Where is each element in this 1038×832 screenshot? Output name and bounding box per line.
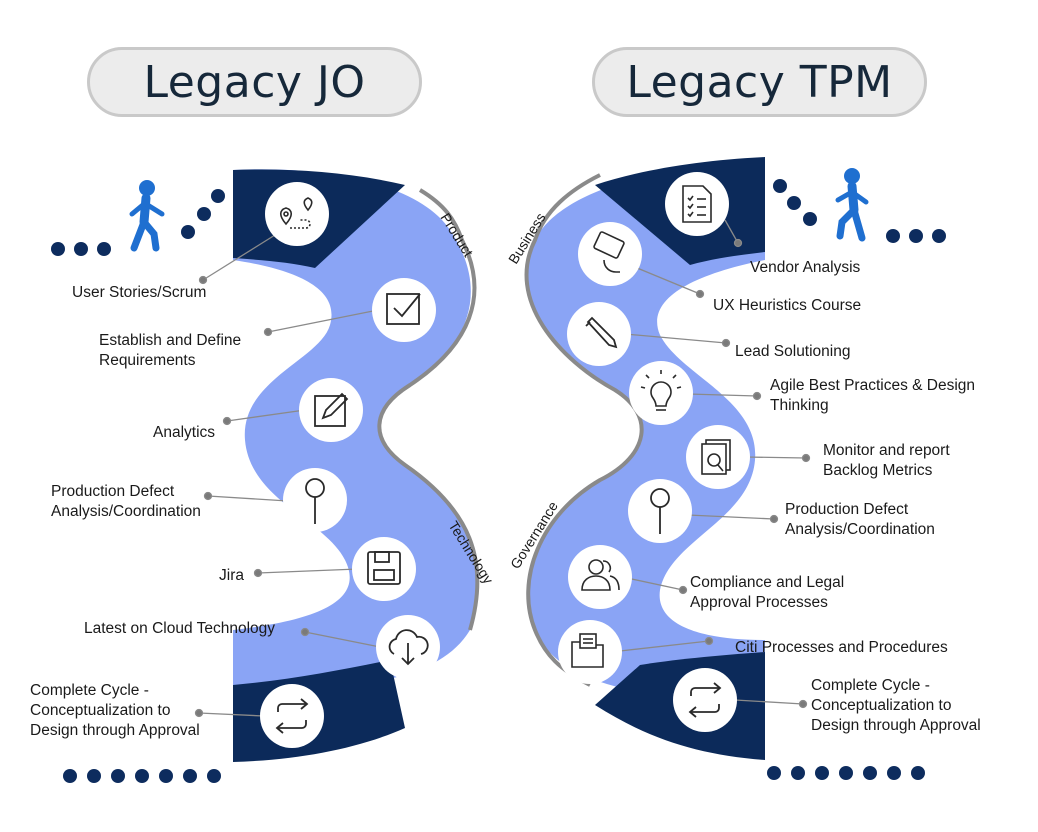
checkbox-icon	[386, 293, 421, 325]
right-label-2: UX Heuristics Course	[713, 297, 862, 314]
left-label-4: Production Defect Analysis/Coordination	[51, 483, 201, 520]
right-title-pill: Legacy TPM	[592, 47, 927, 117]
left-icon-7	[260, 684, 324, 748]
right-label-7: Compliance and Legal Approval Processes	[690, 574, 845, 611]
right-icon-9	[673, 668, 737, 732]
left-label-5: Jira	[219, 567, 244, 584]
left-label-1: User Stories/Scrum	[72, 284, 207, 301]
right-icon-3	[567, 302, 631, 366]
left-icon-1	[265, 182, 329, 246]
left-walker-icon	[129, 180, 165, 252]
folder-icon	[571, 633, 604, 668]
right-connectors	[619, 219, 811, 709]
right-icon-8	[558, 620, 622, 684]
right-label-1: Vendor Analysis	[750, 259, 861, 276]
left-label-6: Latest on Cloud Technology	[84, 620, 276, 637]
report-search-icon	[701, 439, 731, 475]
left-icon-4	[283, 468, 347, 532]
left-top-dots	[51, 189, 225, 256]
left-icon-5	[352, 537, 416, 601]
right-icon-6	[628, 479, 692, 543]
right-top-dots	[773, 179, 946, 243]
left-label-2: Establish and Define Requirements	[99, 332, 242, 369]
right-icon-5	[686, 425, 750, 489]
pencil-icon	[585, 316, 618, 349]
people-icon	[581, 559, 620, 591]
left-icon-3	[299, 378, 363, 442]
right-icon-4	[629, 361, 693, 425]
right-label-8: Citi Processes and Procedures	[735, 639, 948, 656]
right-icon-7	[568, 545, 632, 609]
hand-card-icon	[593, 231, 625, 273]
right-icon-1	[665, 172, 729, 236]
cycle-arrows-icon	[688, 682, 722, 718]
right-bottom-dots	[767, 766, 925, 780]
floppy-disk-icon	[367, 551, 401, 585]
right-icon-2	[578, 222, 642, 286]
left-title: Legacy JO	[143, 56, 366, 108]
pin-icon	[305, 478, 325, 524]
cycle-arrows-icon	[275, 698, 309, 734]
left-label-3: Analytics	[153, 424, 216, 441]
right-label-5: Monitor and report Backlog Metrics	[823, 442, 950, 479]
edit-pencil-icon	[314, 392, 349, 427]
left-label-7: Complete Cycle - Conceptualization to De…	[30, 682, 200, 739]
lightbulb-icon	[640, 370, 682, 411]
right-title: Legacy TPM	[626, 56, 893, 108]
cloud-download-icon	[388, 629, 429, 666]
right-outer-edge	[524, 173, 644, 687]
right-label-3: Lead Solutioning	[735, 343, 851, 360]
route-map-icon	[279, 197, 313, 229]
right-label-9: Complete Cycle - Conceptualization to De…	[811, 677, 981, 734]
right-walker-icon	[835, 168, 869, 242]
left-outer-edge	[377, 188, 480, 631]
left-title-pill: Legacy JO	[87, 47, 422, 117]
left-icon-2	[372, 278, 436, 342]
right-label-4: Agile Best Practices & Design Thinking	[770, 377, 976, 414]
document-checklist-icon	[682, 185, 712, 223]
right-label-6: Production Defect Analysis/Coordination	[785, 501, 935, 538]
pin-icon	[650, 488, 670, 534]
left-connectors	[194, 234, 381, 718]
left-bottom-dots	[63, 769, 221, 783]
left-icon-6	[376, 615, 440, 679]
